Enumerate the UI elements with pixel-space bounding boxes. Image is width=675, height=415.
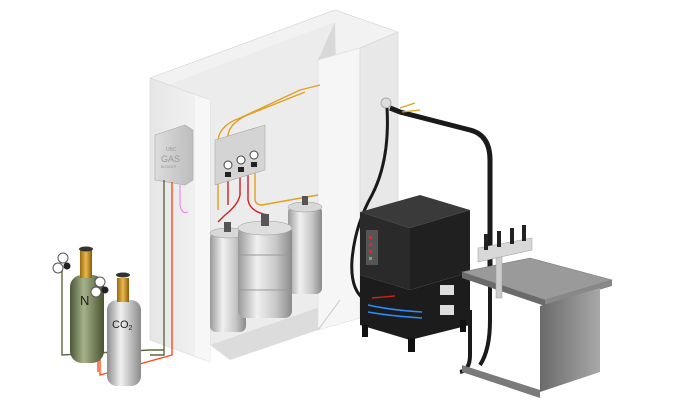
glycol-line — [367, 304, 423, 319]
nitrogen-line — [150, 180, 165, 356]
bar-counter — [460, 225, 614, 398]
indicator-light — [369, 243, 372, 246]
indicator-light — [369, 257, 372, 260]
valve-handle-icon — [116, 272, 130, 278]
nitrogen-supply-line — [61, 270, 164, 356]
gauge-icon — [223, 160, 233, 170]
chiller-leg — [460, 320, 466, 332]
tap-handle-icon[interactable] — [497, 231, 501, 247]
valve-handle-icon — [79, 246, 93, 252]
cooler-left-pillar-front — [195, 95, 210, 362]
tap-handle-icon[interactable] — [484, 234, 488, 250]
chiller-leg — [408, 338, 415, 352]
coupler-icon — [261, 214, 269, 226]
cooler-floor — [210, 300, 340, 360]
gauge-icon — [52, 262, 64, 274]
gauge-icon — [94, 276, 106, 288]
nitrogen-cylinder: N — [52, 246, 104, 363]
gas-tails — [399, 102, 421, 113]
tap-handle-icon[interactable] — [510, 228, 514, 244]
blend-line-2 — [227, 91, 306, 160]
keg — [209, 222, 247, 332]
regulator-icon — [225, 172, 231, 177]
coupler-icon — [224, 222, 231, 232]
keg — [287, 196, 323, 294]
red-line — [371, 295, 396, 299]
indicator-light — [369, 250, 372, 253]
tap-handle-icon[interactable] — [522, 225, 526, 241]
counter-panel — [540, 288, 600, 392]
chiller-leg — [362, 325, 368, 337]
wall-edge — [317, 299, 341, 331]
gas-blender: UBC GAS BLENDER — [154, 124, 194, 186]
gauge-icon — [249, 150, 259, 160]
regulator-icon — [251, 162, 257, 167]
co2-label: CO2 — [112, 319, 133, 332]
gas-blender-brand: UBC — [166, 147, 177, 153]
tower-feed-line — [459, 270, 492, 374]
beer-trunk-line — [389, 105, 493, 270]
fitting — [440, 285, 454, 295]
gauge-icon — [90, 286, 102, 298]
keg — [237, 214, 293, 318]
regulator-icon — [238, 167, 244, 172]
gauge-icon — [236, 155, 246, 165]
gauge-board — [214, 124, 266, 186]
co2-cylinder: CO2 — [90, 272, 141, 386]
gauge-panel — [214, 124, 266, 186]
glycol-chiller — [360, 195, 470, 352]
indicator-light — [369, 236, 372, 239]
nitrogen-label: N — [80, 293, 89, 308]
wall-port — [380, 97, 392, 109]
keg-line-red-1 — [217, 175, 241, 223]
fitting — [440, 305, 454, 315]
kegs — [209, 196, 323, 332]
gas-blender-title: GAS — [161, 154, 180, 164]
gas-blender-subtitle: BLENDER — [161, 165, 177, 169]
gas-blender-box — [154, 124, 194, 186]
pink-line — [179, 185, 189, 214]
gauge-icon — [57, 252, 69, 264]
blend-line-3 — [254, 170, 319, 206]
coupler-icon — [302, 196, 308, 205]
